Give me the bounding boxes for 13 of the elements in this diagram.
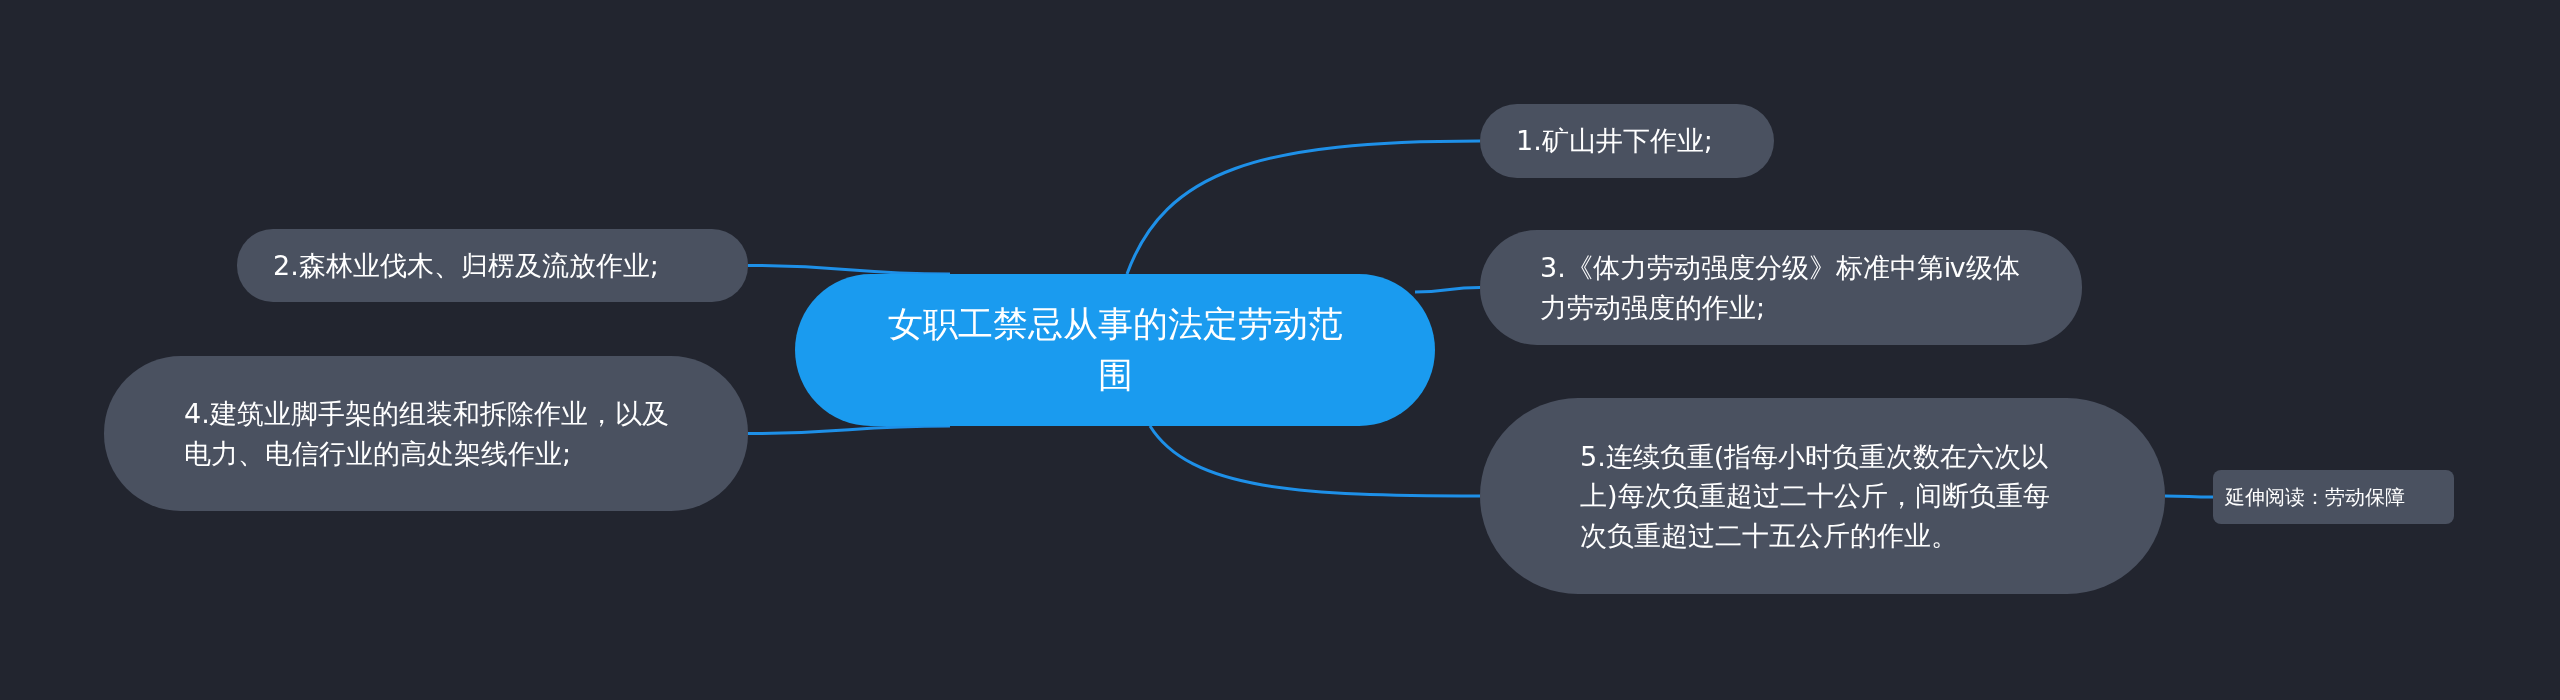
connector-line (748, 424, 950, 435)
connector-line (1148, 425, 1480, 498)
link-box: 延伸阅读：劳动保障 (2213, 470, 2454, 524)
topic-box: 3.《体力劳动强度分级》标准中第ⅳ级体力劳动强度的作业; (1480, 230, 2082, 345)
topic-box: 5.连续负重(指每小时负重次数在六次以上)每次负重超过二十公斤，间断负重每次负重超过二十五公斤的作业。 (1480, 398, 2165, 594)
topic-box: 4.建筑业脚手架的组装和拆除作业，以及电力、电信行业的高处架线作业; (104, 356, 748, 511)
connector-line (748, 264, 950, 276)
connector-line (2165, 494, 2213, 499)
central-topic: 女职工禁忌从事的法定劳动范围 (795, 274, 1435, 426)
connector-line (1125, 139, 1480, 275)
connector-line (1414, 286, 1481, 294)
topic-box: 2.森林业伐木、归楞及流放作业; (237, 229, 748, 302)
topic-box: 1.矿山井下作业; (1480, 104, 1774, 178)
